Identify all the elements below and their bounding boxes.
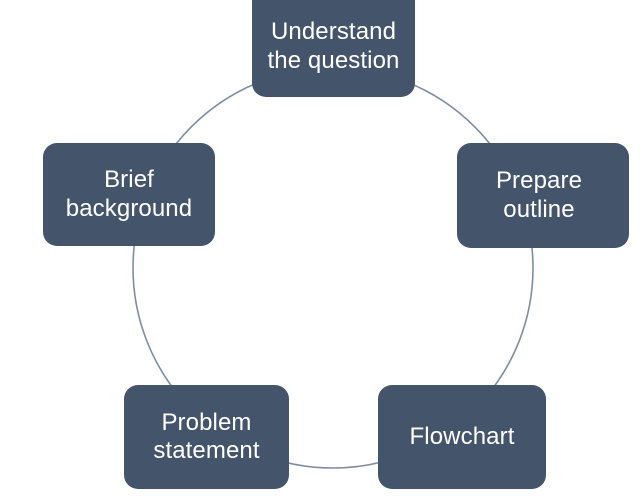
node-understand-label: Understand the question — [267, 18, 400, 74]
node-brief-background-label: Brief background — [65, 166, 193, 222]
node-flowchart[interactable]: Flowchart — [378, 385, 546, 489]
node-brief-background[interactable]: Brief background — [43, 143, 215, 246]
node-flowchart-label: Flowchart — [409, 422, 515, 450]
node-problem-statement-label: Problem statement — [153, 408, 260, 464]
node-prepare-outline[interactable]: Prepare outline — [457, 143, 629, 248]
node-problem-statement[interactable]: Problem statement — [124, 385, 289, 489]
node-understand[interactable]: Understand the question — [252, 0, 415, 97]
node-prepare-outline-label: Prepare outline — [495, 167, 583, 223]
